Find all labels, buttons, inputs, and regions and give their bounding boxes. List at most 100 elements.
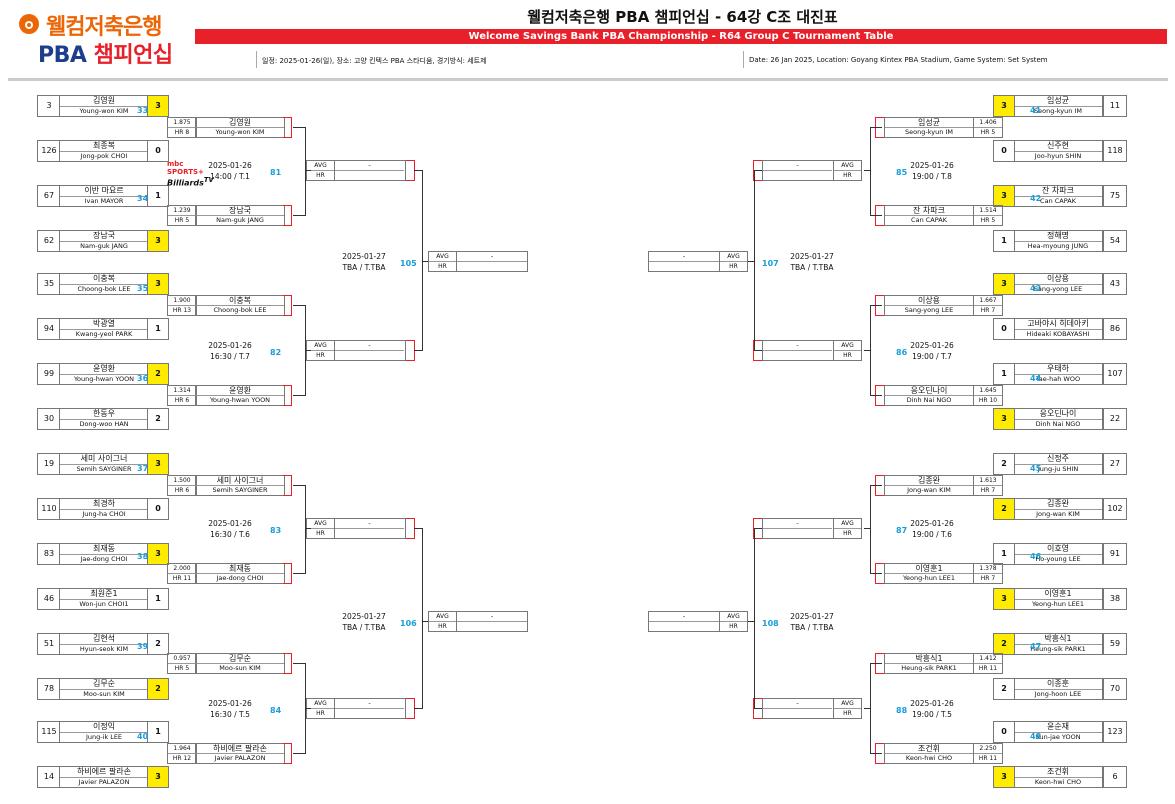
match-date: 2025-01-26 (910, 161, 954, 170)
player-seed: 70 (1103, 678, 1127, 700)
set-score: 1 (147, 588, 169, 610)
player-name-korean: 김영원 (60, 96, 148, 107)
player-name-english: Sun-jae YOON (1035, 733, 1081, 741)
player-seed: 78 (37, 678, 61, 700)
set-score: 1 (993, 230, 1015, 252)
player-name-korean: 응오딘나이 (1014, 409, 1102, 420)
high-run-value: HR 6 (174, 487, 190, 494)
average-value: 1.314 (168, 386, 196, 396)
player-name-korean: 김종완 (1014, 499, 1102, 510)
player-name-english: Choong-bok LEE (77, 285, 131, 293)
player-name-english: Young-hwan YOON (73, 375, 135, 383)
player-name-english: Hyun-seok KIM (79, 645, 129, 653)
bracket-line (870, 485, 871, 574)
high-run-value: HR 7 (980, 575, 996, 582)
player-name-korean: 윤영환 (196, 386, 284, 396)
set-score: 3 (147, 453, 169, 475)
bracket-line (293, 127, 305, 128)
broadcaster-sports: SPORTS+ (167, 168, 204, 176)
high-run-value: HR 8 (174, 129, 190, 136)
player-name-korean: 한동우 (60, 409, 148, 420)
player-name-english: Can CAPAK (911, 216, 947, 224)
bracket-connector (283, 743, 292, 764)
player-name-english: Dinh Nai NGO (906, 396, 952, 404)
avg-label: AVG (429, 612, 456, 622)
player-seed: 107 (1103, 363, 1127, 385)
avg-label: AVG (834, 341, 861, 351)
set-score: 2 (993, 453, 1015, 475)
avg-label: AVG (834, 519, 861, 529)
average-value: 1.645 (974, 386, 1002, 396)
average-value: 1.964 (168, 744, 196, 754)
